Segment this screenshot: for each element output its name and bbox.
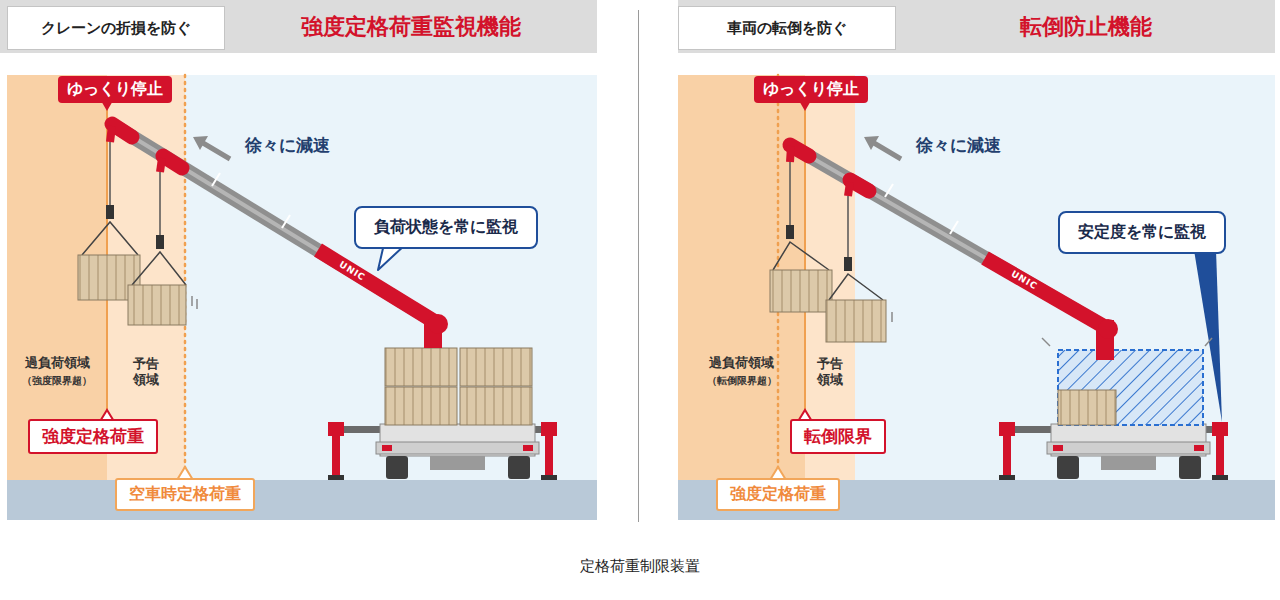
node-text: 強度定格荷重 [42,425,144,448]
ground [7,480,1275,520]
crane-truck-part [212,173,220,186]
crane-truck-part [163,156,182,168]
ground-part [678,480,1275,520]
panel-grounds [0,0,1275,522]
crane-truck-tipping-part [844,257,852,271]
crane-truck-tipping-part [847,196,849,258]
crane-truck-tipping-part [1098,319,1118,339]
node-text: ゆっくり停止 [67,79,163,100]
crane-truck-part [82,222,138,255]
crane-truck-part [328,422,557,480]
crane-truck-tipping-part [985,258,1110,330]
monitor-callout: 負荷状態を常に監視 [354,206,538,249]
node-text: 安定度を常に監視 [1078,222,1206,243]
crane-truck-part [191,296,193,306]
panel-grounds-part [638,10,639,522]
limit-label: 転倒限界 [790,419,886,454]
node-text: 車両の転倒を防ぐ [727,19,847,38]
limit-lines-part [184,75,187,470]
node-text: 空車時定格荷重 [129,484,241,505]
crane-truck-part [428,314,448,334]
crane-truck-tipping-part [999,422,1228,480]
node-text: 負荷状態を常に監視 [374,217,518,238]
stop-badge: ゆっくり停止 [58,76,172,103]
crane-truck-part [106,205,114,219]
crane-truck-tipping-part [826,300,886,342]
crane-truck-part [460,387,532,425]
crane-truck-tipping-part [1205,338,1212,346]
decel-arrows-part [203,143,230,159]
node-text: 転倒限界 [804,425,872,448]
motion-label: 徐々に減速 [916,134,1001,157]
crane-truck-tipping-part [789,162,791,226]
crane-truck-tipping-part [891,312,893,322]
crane-truck-part [385,348,457,386]
monitor-callout: 安定度を常に監視 [1058,211,1226,254]
node-text: 予告 領域 [815,356,845,389]
function-title: 強度定格荷重監視機能 [225,0,597,53]
limit-label: 強度定格荷重 [28,419,158,454]
decel-arrows-part [193,136,208,150]
crane-truck-tipping [770,145,1228,480]
crane-truck-tipping-part [1058,390,1116,425]
crane-truck-part [385,387,457,425]
section-tag: クレーンの折損を防ぐ [7,6,225,50]
node-text: 過負荷領域 [25,354,90,372]
crane-truck-tipping-part [773,242,829,270]
crane-truck-part [156,235,164,249]
crane-truck-part [196,299,198,309]
node-text: 転倒防止機能 [1020,12,1152,42]
limit-label: 強度定格荷重 [716,478,840,511]
crane-truck-tipping-part [786,225,794,239]
panel-grounds-part [678,0,1275,53]
stop-badge: ゆっくり停止 [754,76,868,103]
decel-arrows-part [864,136,879,150]
node-text: 過負荷領域 [709,354,774,372]
crane-truck-tipping-part [829,274,883,300]
panel-grounds-part [678,75,1275,480]
panel-grounds-part [7,75,597,480]
node-text: クレーンの折損を防ぐ [41,19,191,38]
node-subtext: （転倒限界超） [707,374,777,388]
figure-caption: 定格荷重制限装置 [580,557,700,576]
crane-truck-tipping-part [848,182,850,196]
crane-truck-part [282,215,290,228]
node-subtext: （強度限界超） [22,374,92,388]
crane-truck-part [110,126,112,142]
node-text: 予告 領域 [131,356,161,389]
function-title: 転倒防止機能 [896,0,1275,53]
crane-truck-part [460,348,532,386]
panel-grounds-part [0,0,597,53]
crane-truck-tipping-part [770,270,832,312]
crane-truck-part [160,158,162,172]
limit-label: 空車時定格荷重 [115,478,255,511]
overload-zone: 過負荷領域 （転倒限界超） [678,75,805,480]
ground-part [7,480,597,520]
section-tag: 車両の転倒を防ぐ [678,6,896,50]
decel-arrows-part [874,143,901,159]
node-text: ゆっくり停止 [763,79,859,100]
crane-truck-tipping-part [1058,350,1203,425]
crane-truck-tipping-part [885,184,893,197]
crane-truck-part [132,252,186,285]
crane-truck-part [318,250,440,325]
limit-lines [107,75,805,470]
crane-truck-tipping-part [790,146,791,162]
crane-truck-part [109,142,111,206]
node-text: 強度定格荷重 [730,484,826,505]
crane-truck-tipping-part [950,221,958,234]
crane-truck-part [159,172,161,236]
node-text: 強度定格荷重監視機能 [301,12,521,42]
load-zones [7,75,855,480]
crane-truck-tipping-part [1042,338,1050,346]
pointer-tabs [99,99,813,480]
crane-truck-part [128,285,186,325]
motion-label: 徐々に減速 [245,134,330,157]
